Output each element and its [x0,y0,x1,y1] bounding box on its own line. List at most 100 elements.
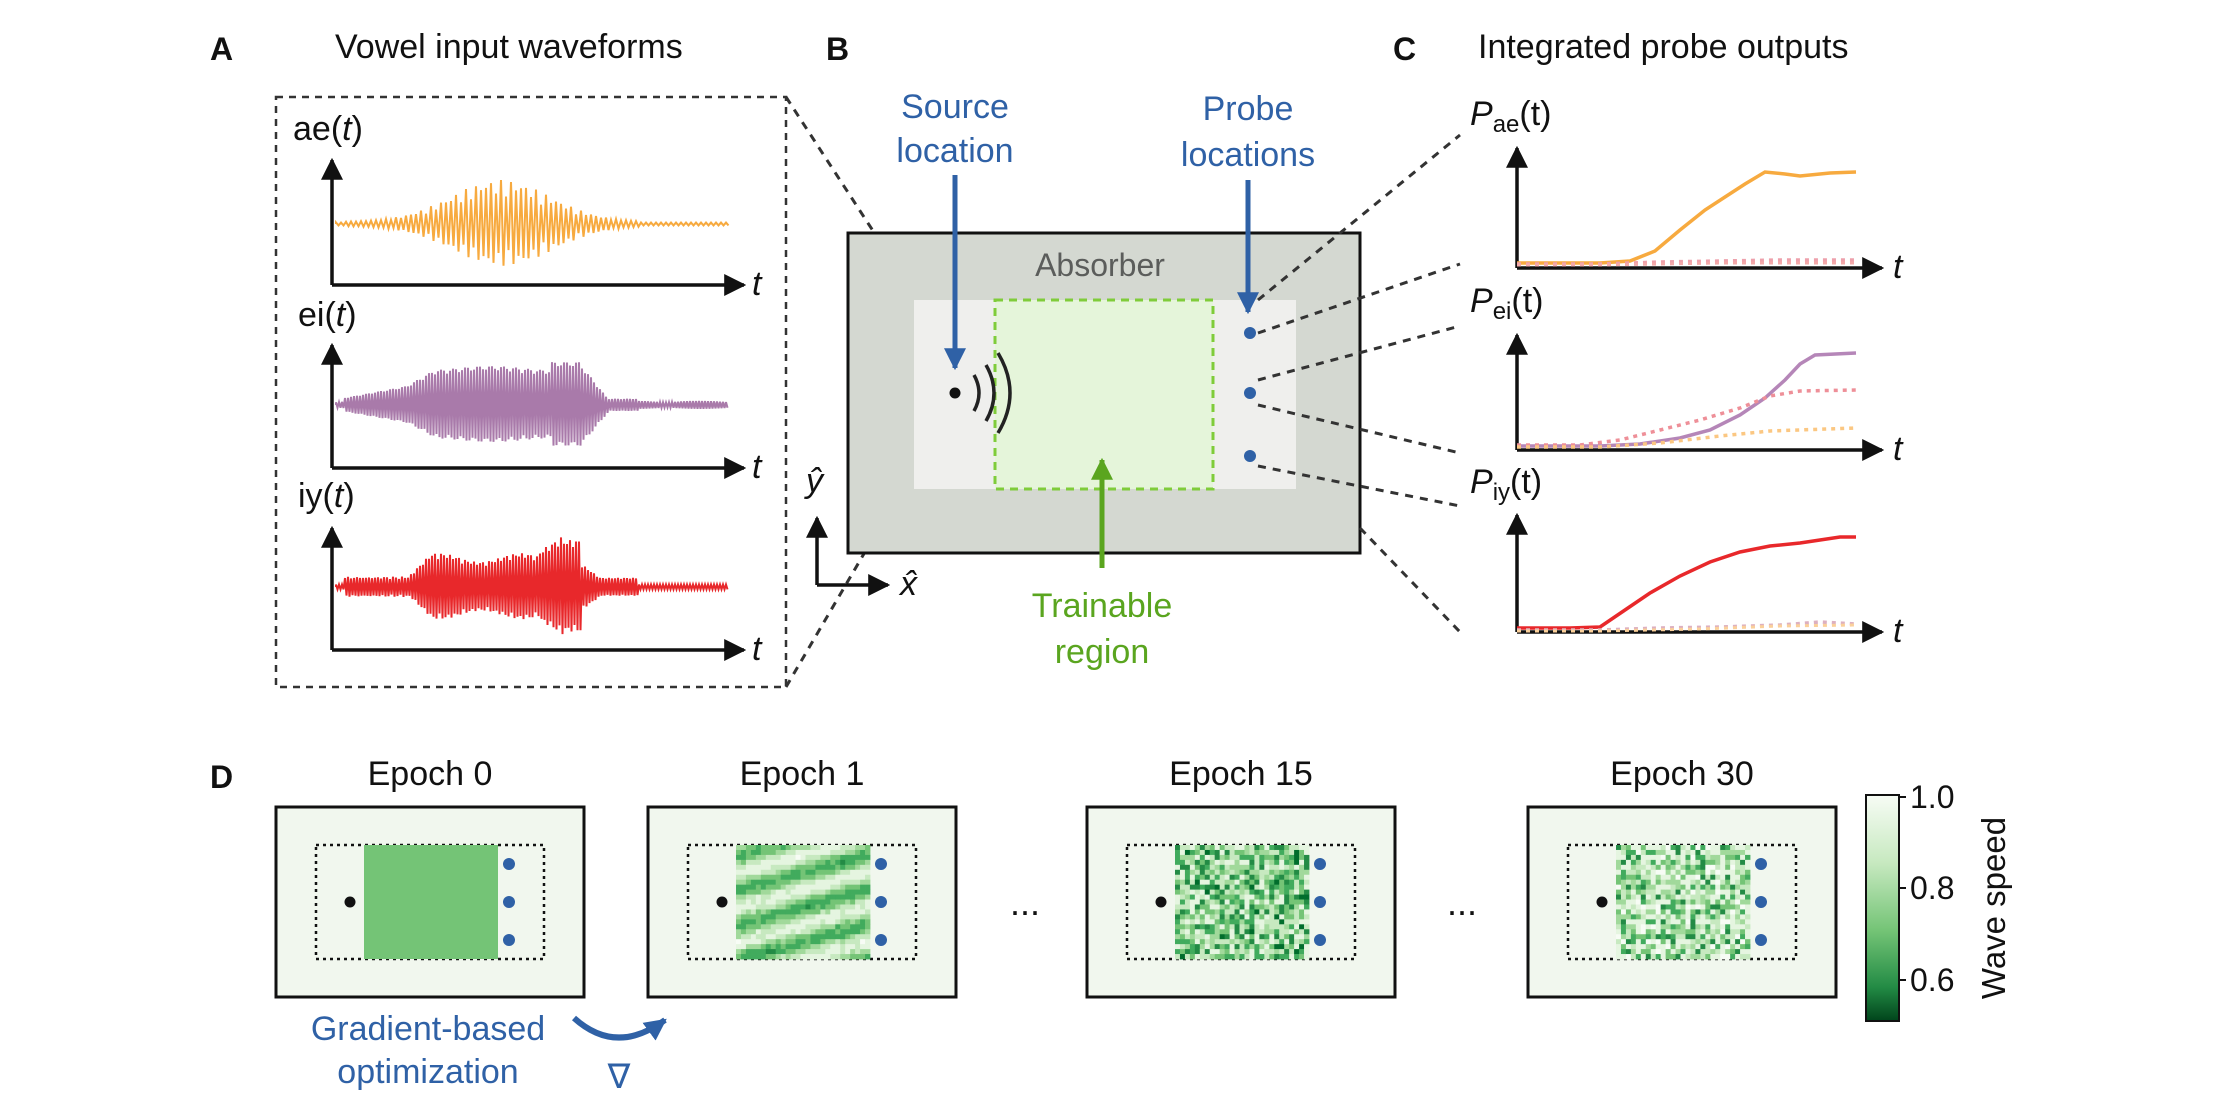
probe-label-line1: Probe [1203,90,1294,128]
epoch-wavespeed-map [1175,845,1310,960]
epoch-thumbnails: Epoch 0 Epoch 1 Epoch 15 Epoch 30 [274,755,1838,999]
optimization-label-line1: Gradient-based [311,1010,545,1048]
ellipsis: ... [1447,882,1477,923]
epoch-probe-point [875,934,887,946]
pae-curve-ei [1517,258,1856,266]
panel-a-letter: A [210,31,233,67]
piy-plot: Piy(t) t [1470,463,1904,650]
colorbar-tick-label: 1.0 [1910,779,1954,815]
pei-curve-ei [1517,351,1857,448]
iy-waveform [335,537,729,635]
panel-c: C Integrated probe outputs Pae(t) t Pei(… [1393,28,1904,650]
epoch-source-point [1596,896,1608,908]
epoch-label: Epoch 1 [740,755,865,793]
probe-connector [1257,324,1461,382]
epoch-panel: Epoch 1 [646,755,958,999]
ae-t-label: t [752,265,763,303]
panel-a: A Vowel input waveforms ae(t) t ei(t) t … [210,28,788,689]
epoch-panel: Epoch 15 [1085,755,1397,999]
panel-a-title: Vowel input waveforms [335,28,683,66]
panel-c-letter: C [1393,31,1416,67]
pae-t-label: t [1893,248,1904,286]
probe-connector [1257,262,1461,335]
source-wave-2-icon [984,364,996,422]
epoch-wavespeed-map [1616,845,1751,960]
colorbar-tick-label: 0.8 [1910,870,1954,906]
piy-t-label: t [1893,612,1904,650]
absorber-label: Absorber [1035,247,1165,283]
probe-connector [1257,403,1461,455]
optimization-label-line2: optimization [337,1053,518,1091]
panel-c-title: Integrated probe outputs [1478,28,1849,66]
pei-label: Pei(t) [1470,282,1543,325]
probe-point [1244,327,1256,339]
epoch-source-point [716,896,728,908]
y-hat-label: ŷ [804,462,825,500]
epoch-probe-point [1755,934,1767,946]
waveform-trace [335,362,729,446]
pae-curve-ae [1517,170,1857,265]
probe-point [1244,450,1256,462]
ei-waveform [335,362,729,446]
colorbar-tick-label: 0.6 [1910,962,1954,998]
pei-curve-iy [1517,388,1857,447]
epoch-label: Epoch 15 [1169,755,1313,793]
piy-curve-iy [1517,535,1856,630]
epoch-probe-point [875,896,887,908]
epoch-wavespeed-map [736,845,871,960]
epoch-label: Epoch 0 [368,755,493,793]
pei-curve-ae [1517,426,1857,449]
iy-plot: iy(t) t [298,477,763,668]
trainable-region [993,298,1215,491]
trainable-label-line2: region [1055,633,1150,671]
trainable-label-line1: Trainable [1032,587,1172,625]
ae-plot: ae(t) t [293,110,763,303]
x-hat-label: x̂ [898,565,918,603]
colorbar [1865,794,1900,1022]
source-wave-1-icon [972,374,981,412]
probe-connector [1257,464,1461,508]
epoch-panel: Epoch 0 [274,755,586,999]
nabla-symbol: ∇ [607,1058,631,1096]
ae-waveform [335,180,730,266]
pae-plot: Pae(t) t [1470,95,1904,286]
ei-plot: ei(t) t [298,296,763,486]
epoch-probe-point [503,934,515,946]
ei-t-label: t [752,448,763,486]
epoch-probe-point [1314,934,1326,946]
ei-axis-label: ei(t) [298,296,357,334]
pae-label: Pae(t) [1470,95,1551,138]
pae-curve-iy [1517,261,1856,267]
ellipsis: ... [1010,882,1040,923]
pei-t-label: t [1893,430,1904,468]
ae-axis-label: ae(t) [293,110,363,148]
panel-d: D Epoch 0 Epoch 1 Epoch 15 Epoch 30 ... ...… [210,755,2012,1096]
epoch-probe-point [503,896,515,908]
probe-connector [1358,526,1462,634]
epoch-probe-point [1755,896,1767,908]
waveform-trace [335,537,729,635]
source-label-line1: Source [901,88,1009,126]
panel-d-letter: D [210,759,233,795]
pei-plot: Pei(t) t [1470,282,1904,468]
epoch-probe-point [1314,858,1326,870]
epoch-source-point [344,896,356,908]
epoch-wavespeed-map [364,845,498,959]
piy-label: Piy(t) [1470,463,1542,506]
panel-b-letter: B [826,31,849,67]
probe-label-line2: locations [1181,136,1315,174]
waveform-trace [335,180,730,266]
epoch-probe-point [503,858,515,870]
source-point [949,387,961,399]
epoch-panel: Epoch 30 [1526,755,1838,999]
source-label-line2: location [896,132,1013,170]
iy-axis-label: iy(t) [298,477,355,515]
probe-point [1244,387,1256,399]
epoch-probe-point [1314,896,1326,908]
iy-t-label: t [752,630,763,668]
panel-b: B Absorber Source location Probe locatio… [804,31,1362,671]
probe-connector [1257,133,1461,302]
epoch-probe-point [875,858,887,870]
colorbar-label: Wave speed [1975,817,2012,999]
